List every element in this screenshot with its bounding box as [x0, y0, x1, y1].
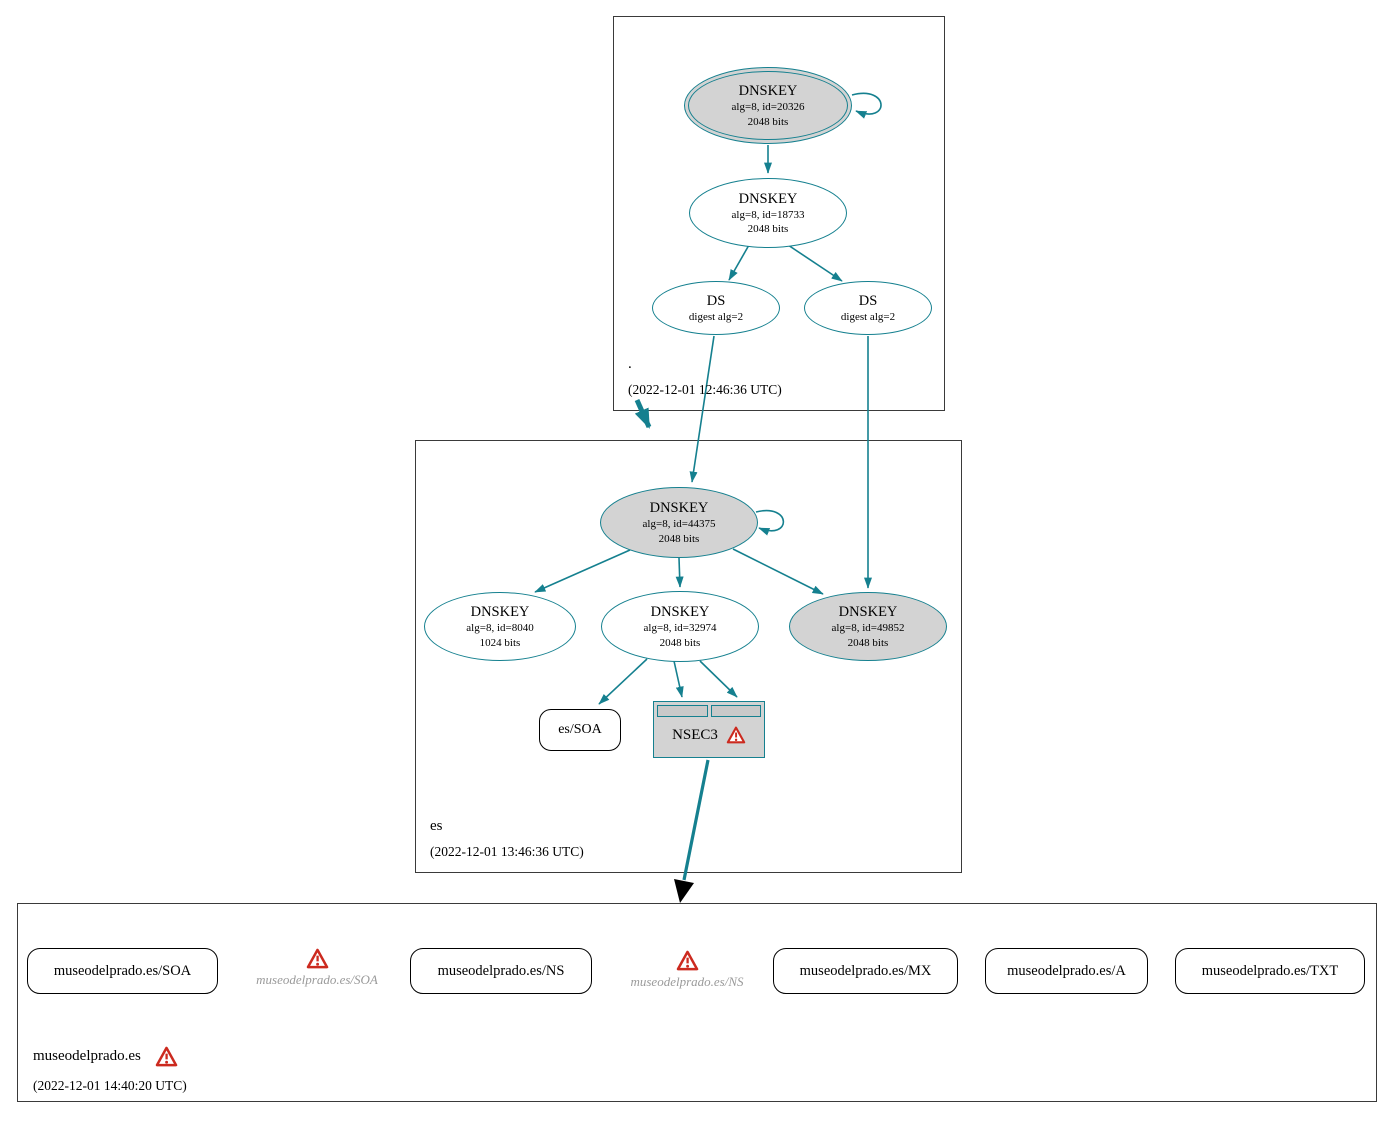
rrset-soa[interactable]: museodelprado.es/SOA [27, 948, 218, 994]
rrset-label: museodelprado.es/A [1007, 962, 1126, 979]
zone-label-museodelprado: museodelprado.es [33, 1048, 141, 1064]
warning-icon [726, 726, 746, 744]
warning-icon [155, 1046, 178, 1067]
missing-rrset-label: museodelprado.es/NS [630, 974, 744, 989]
node-detail: alg=8, id=49852 [831, 622, 905, 635]
rrset-label: museodelprado.es/NS [437, 962, 565, 979]
edge-key32974-nsec3b [699, 660, 738, 698]
rrset-label: es/SOA [558, 722, 602, 737]
dnskey-20326-node[interactable]: DNSKEY alg=8, id=20326 2048 bits [684, 67, 852, 144]
edge-ds1-esksk [689, 335, 715, 483]
node-detail: 2048 bits [659, 636, 701, 649]
node-detail: alg=8, id=20326 [731, 101, 805, 114]
rrset-ns[interactable]: museodelprado.es/NS [410, 948, 592, 994]
node-detail: alg=8, id=8040 [466, 622, 534, 635]
rrset-label: museodelprado.es/SOA [53, 962, 192, 979]
zone-box-es [415, 440, 962, 873]
node-detail: digest alg=2 [688, 310, 744, 323]
node-title: DNSKEY [649, 500, 709, 517]
node-title: DS [858, 292, 878, 309]
rrset-a[interactable]: museodelprado.es/A [985, 948, 1148, 994]
zone-title-museodelprado: museodelprado.es [33, 1046, 178, 1067]
nsec3-node[interactable]: NSEC3 [653, 701, 765, 758]
edge-nsec3-target-arrowhead [674, 879, 694, 903]
edge-nsec3-target [682, 759, 710, 881]
nsec3-label: NSEC3 [672, 726, 718, 743]
rrset-label: museodelprado.es/MX [799, 962, 932, 979]
edge-esksk-key49852 [732, 548, 824, 595]
ds-right-node[interactable]: DS digest alg=2 [804, 281, 932, 335]
edge-delegation-root-es [634, 398, 652, 429]
missing-rrset-soa: museodelprado.es/SOA [237, 948, 397, 988]
edge-rootksk-selfloop [851, 92, 882, 119]
dnskey-32974-node[interactable]: DNSKEY alg=8, id=32974 2048 bits [601, 591, 759, 662]
zone-timestamp-museodelprado: (2022-12-01 14:40:20 UTC) [33, 1078, 187, 1093]
node-title: DNSKEY [470, 604, 530, 621]
node-detail: digest alg=2 [840, 310, 896, 323]
dnskey-8040-node[interactable]: DNSKEY alg=8, id=8040 1024 bits [424, 592, 576, 661]
node-detail: alg=8, id=18733 [731, 208, 805, 221]
zone-timestamp-es: (2022-12-01 13:46:36 UTC) [430, 844, 584, 859]
rrset-mx[interactable]: museodelprado.es/MX [773, 948, 958, 994]
missing-rrset-ns: museodelprado.es/NS [612, 950, 762, 990]
rrset-txt[interactable]: museodelprado.es/TXT [1175, 948, 1365, 994]
dnskey-18733-node[interactable]: DNSKEY alg=8, id=18733 2048 bits [689, 178, 847, 248]
node-detail: 2048 bits [747, 115, 789, 128]
dnskey-49852-node[interactable]: DNSKEY alg=8, id=49852 2048 bits [789, 592, 947, 661]
node-title: DS [706, 292, 726, 309]
nsec3-record-cells [657, 705, 761, 717]
edge-esksk-key8040 [534, 549, 631, 593]
node-detail: 1024 bits [479, 636, 521, 649]
zone-label-es: es [430, 818, 443, 834]
zone-label-root: . [628, 356, 632, 372]
zone-box-root [613, 16, 945, 411]
node-detail: 2048 bits [847, 636, 889, 649]
node-detail: 2048 bits [747, 223, 789, 236]
edge-esksk-key32974 [675, 557, 684, 588]
zone-box-museodelprado [17, 903, 1377, 1102]
missing-rrset-label: museodelprado.es/SOA [256, 972, 378, 987]
node-detail: 2048 bits [658, 532, 700, 545]
edge-key32974-nsec3a [673, 660, 684, 698]
zone-timestamp-root: (2022-12-01 12:46:36 UTC) [628, 382, 782, 397]
edge-key32974-essoa [598, 658, 648, 705]
edge-esksk-selfloop [755, 509, 785, 536]
nsec3-record-cell [657, 705, 708, 717]
warning-icon [306, 948, 328, 969]
nsec3-record-cell [710, 705, 761, 717]
node-title: DNSKEY [738, 83, 798, 100]
dnskey-44375-node[interactable]: DNSKEY alg=8, id=44375 2048 bits [600, 487, 758, 558]
node-title: DNSKEY [650, 604, 710, 621]
warning-icon [676, 950, 698, 971]
edge-rootzsk-ds1 [728, 244, 750, 281]
node-detail: alg=8, id=32974 [643, 622, 717, 635]
node-detail: alg=8, id=44375 [642, 518, 716, 531]
es-soa-node[interactable]: es/SOA [539, 709, 621, 751]
ds-left-node[interactable]: DS digest alg=2 [652, 281, 780, 335]
edge-rootzsk-ds2 [787, 244, 843, 282]
node-title: DNSKEY [838, 604, 898, 621]
node-title: DNSKEY [738, 190, 798, 207]
rrset-label: museodelprado.es/TXT [1201, 962, 1339, 979]
